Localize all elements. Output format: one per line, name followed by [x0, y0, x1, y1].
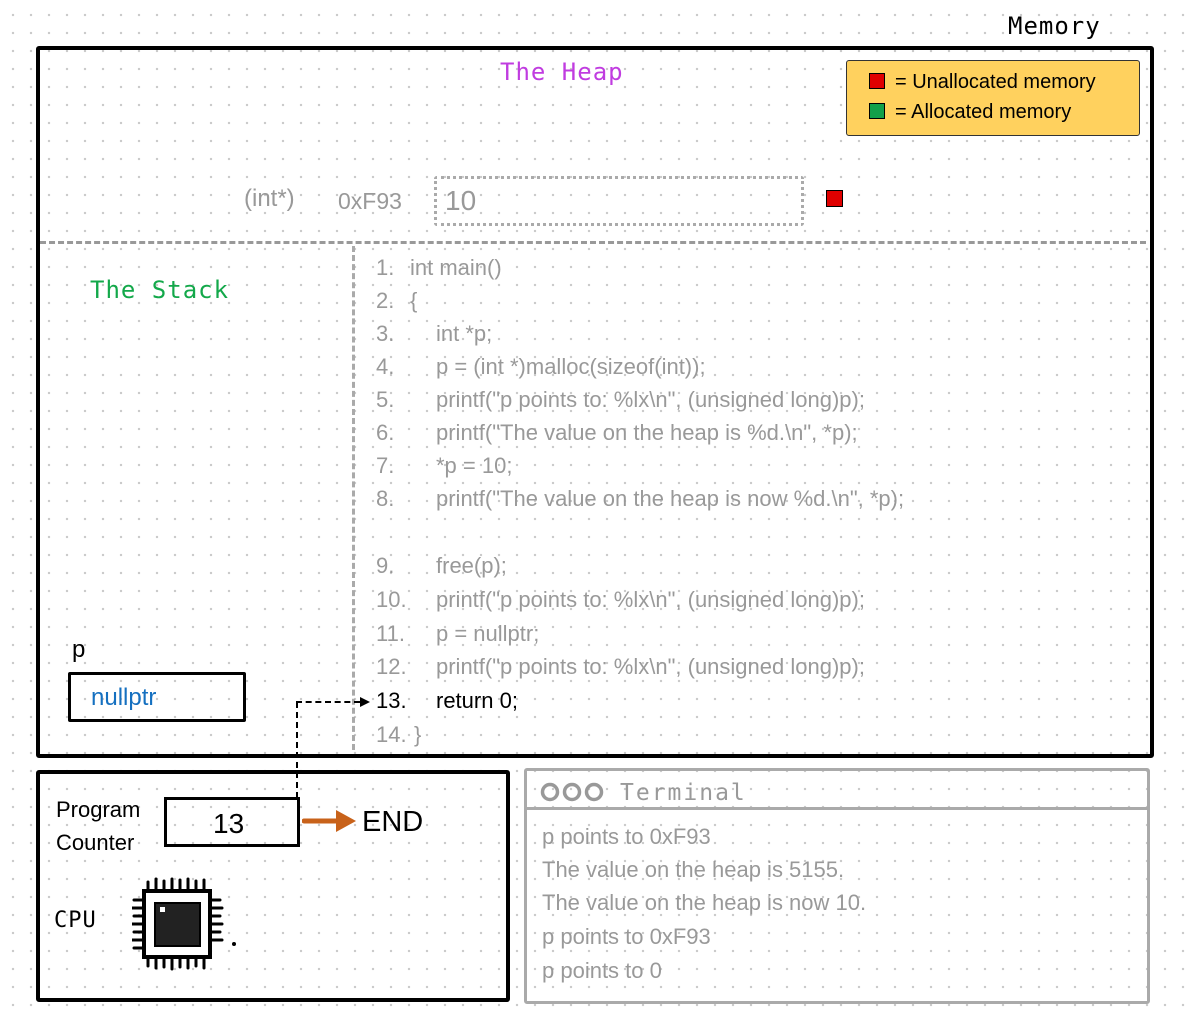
end-label: END [362, 806, 424, 838]
line-code: printf("p points to: %lx\n", (unsigned l… [436, 587, 865, 612]
code-line: 11. p = nullptr; [376, 621, 539, 654]
terminal-window [524, 768, 1150, 1004]
cpu-label: CPU [54, 908, 97, 933]
cpu-panel [36, 770, 510, 1002]
arrow-right-icon [302, 810, 356, 832]
unallocated-status-icon [826, 190, 843, 207]
line-number: 13. [376, 688, 407, 713]
pc-pointer-arrow-icon [360, 697, 370, 707]
stack-variable-name: p [72, 636, 86, 663]
pc-pointer-line [296, 701, 360, 703]
line-code: int *p; [436, 321, 493, 346]
terminal-output-line: p points to 0xF93 [542, 924, 711, 949]
cpu-chip-icon [132, 877, 236, 971]
stack-variable-value: nullptr [91, 684, 157, 711]
terminal-output-line: The value on the heap is 5155. [542, 857, 845, 882]
line-number: 5. [376, 387, 395, 412]
stack-title: The Stack [90, 276, 230, 304]
legend-item-unallocated: = Unallocated memory [869, 71, 1096, 94]
line-number: 14. [376, 722, 407, 747]
code-line-current: 13. return 0; [376, 688, 518, 721]
legend-item-allocated: = Allocated memory [869, 101, 1071, 124]
terminal-header-divider [527, 807, 1147, 810]
code-line: 2. { [376, 288, 417, 321]
code-line: 4. p = (int *)malloc(sizeof(int)); [376, 354, 706, 387]
program-counter-label: Program Counter [56, 793, 140, 859]
line-number: 8. [376, 486, 395, 511]
code-line: 10. printf("p points to: %lx\n", (unsign… [376, 587, 865, 620]
code-line: 3. int *p; [376, 321, 492, 354]
line-code: p = (int *)malloc(sizeof(int)); [436, 354, 706, 379]
line-number: 10. [376, 587, 407, 612]
code-line: 12. printf("p points to: %lx\n", (unsign… [376, 654, 865, 687]
line-number: 6. [376, 420, 395, 445]
line-number: 2. [376, 288, 395, 313]
code-line: 1. int main() [376, 255, 502, 288]
line-code: return 0; [436, 688, 518, 713]
line-number: 1. [376, 255, 395, 280]
heap-cell: 10 [434, 176, 804, 226]
program-counter-box: 13 [164, 797, 300, 847]
memory-title: Memory [1008, 12, 1101, 40]
heap-cell-address: 0xF93 [338, 188, 402, 214]
program-counter-label-line2: Counter [56, 830, 135, 855]
line-number: 12. [376, 654, 407, 679]
code-line: 14. } [376, 722, 421, 755]
line-code: { [410, 288, 418, 313]
code-line: 7. *p = 10; [376, 453, 512, 486]
code-line: 9. free(p); [376, 553, 507, 586]
line-number: 11. [376, 621, 405, 646]
heap-title: The Heap [500, 58, 624, 86]
legend-label: = Unallocated memory [895, 71, 1096, 93]
line-code: printf("p points to: %lx\n", (unsigned l… [436, 654, 865, 679]
line-code: int main() [410, 255, 502, 280]
line-code: } [414, 722, 422, 747]
window-dots-icon [540, 782, 604, 802]
line-code: p = nullptr; [436, 621, 540, 646]
stack-code-divider [352, 246, 355, 750]
code-line: 8. printf("The value on the heap is now … [376, 486, 904, 519]
heap-stack-divider [40, 241, 1146, 244]
line-code: *p = 10; [436, 453, 513, 478]
line-number: 3. [376, 321, 395, 346]
heap-cell-value: 10 [445, 185, 477, 216]
code-line: 5. printf("p points to: %lx\n", (unsigne… [376, 387, 865, 420]
line-code: printf("p points to: %lx\n", (unsigned l… [436, 387, 865, 412]
memory-region [36, 46, 1154, 758]
terminal-title: Terminal [620, 780, 747, 806]
terminal-output-line: p points to 0xF93 [542, 824, 711, 849]
program-counter-label-line1: Program [56, 797, 141, 822]
code-line: 6. printf("The value on the heap is %d.\… [376, 420, 858, 453]
red-square-icon [869, 73, 885, 89]
line-code: printf("The value on the heap is now %d.… [436, 486, 905, 511]
stack-variable-box: nullptr [68, 672, 246, 722]
line-code: printf("The value on the heap is %d.\n",… [436, 420, 858, 445]
heap-cell-type: (int*) [244, 185, 295, 212]
line-code: free(p); [436, 553, 507, 578]
terminal-output-line: The value on the heap is now 10. [542, 890, 867, 915]
line-number: 7. [376, 453, 395, 478]
pc-pointer-line [296, 702, 298, 798]
legend-label: = Allocated memory [895, 101, 1072, 123]
legend: = Unallocated memory = Allocated memory [846, 60, 1140, 136]
green-square-icon [869, 103, 885, 119]
terminal-output-line: p points to 0 [542, 958, 662, 983]
line-number: 9. [376, 553, 395, 578]
line-number: 4. [376, 354, 395, 379]
program-counter-value: 13 [213, 808, 245, 839]
